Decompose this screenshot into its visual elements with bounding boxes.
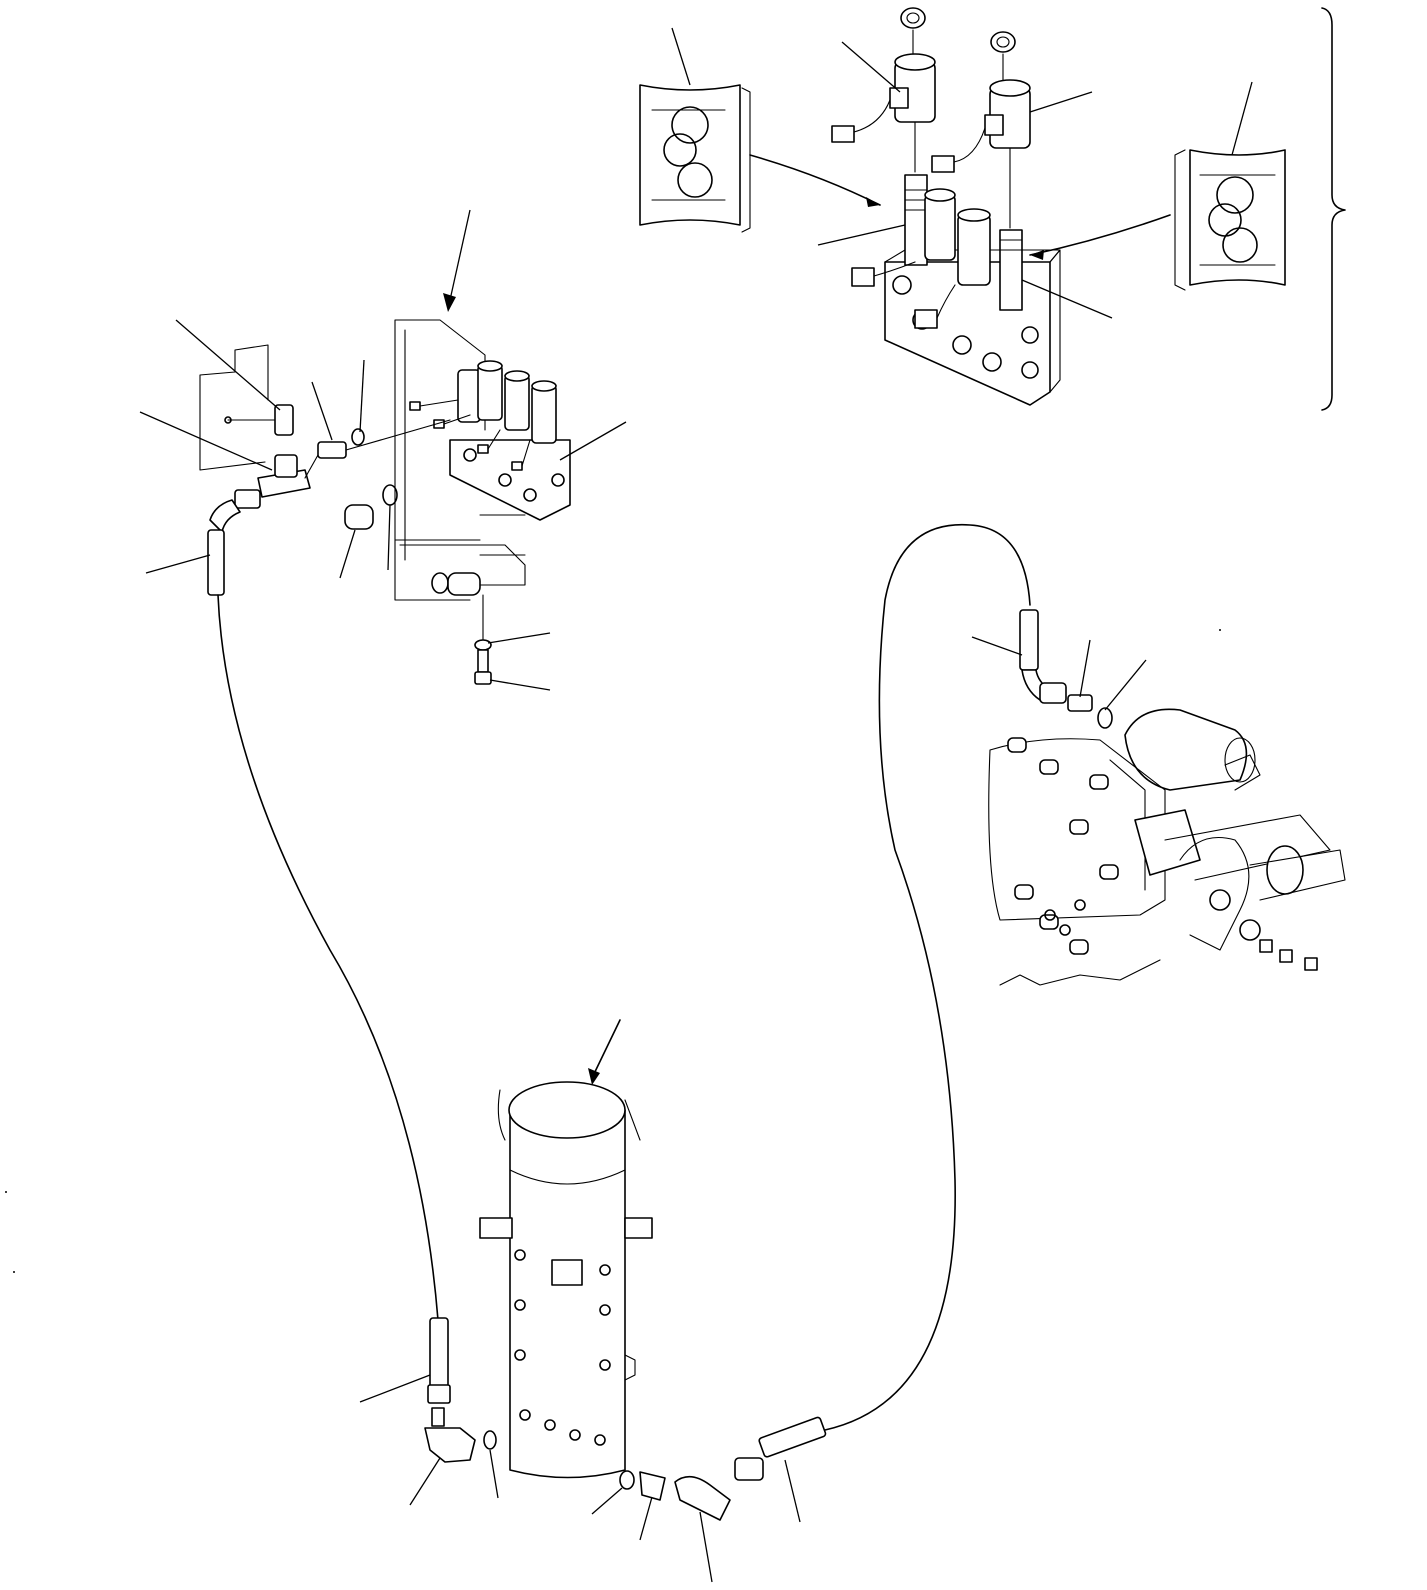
leader-05: [817, 224, 906, 246]
leader-02: [841, 41, 901, 93]
leader-11: [559, 421, 627, 461]
swivel-joint: [479, 1019, 653, 1479]
hose-left: [207, 499, 451, 1404]
elbow-left: [424, 1407, 497, 1463]
leader-21: [409, 1457, 441, 1506]
callout-leaders: [139, 27, 1253, 1583]
tee-fitting: [234, 454, 319, 509]
leader-20: [359, 1374, 431, 1403]
leader-18: [1079, 639, 1091, 698]
leader-09: [311, 381, 333, 441]
leader-22: [489, 1449, 499, 1499]
scan-specks: [5, 629, 1221, 1273]
leader-16: [489, 679, 551, 691]
leader-01: [671, 27, 691, 86]
leader-25: [699, 1511, 713, 1583]
leader-19: [1104, 659, 1147, 711]
pressure-switch: [199, 344, 294, 471]
leader-23: [591, 1487, 623, 1515]
leader-24: [639, 1496, 653, 1541]
valve-detail-enlarged: [639, 7, 1346, 411]
travel-motor: [988, 708, 1346, 986]
leader-14: [387, 504, 391, 571]
leader-27: [449, 209, 471, 301]
leader-03: [1029, 91, 1093, 113]
leader-17: [971, 636, 1023, 656]
leader-08: [139, 411, 273, 471]
leader-15: [487, 632, 551, 644]
hose-right: [758, 523, 1051, 1458]
motor-fittings: [1039, 682, 1113, 729]
leader-06: [1021, 279, 1113, 319]
leader-26: [784, 1459, 801, 1523]
leader-07: [175, 319, 281, 411]
leader-13: [339, 529, 356, 579]
leader-10: [359, 359, 365, 433]
solenoid-valve-assembly: [317, 319, 571, 685]
elbow-right: [619, 1457, 764, 1521]
leader-12: [145, 554, 211, 574]
leader-04: [1231, 81, 1253, 156]
